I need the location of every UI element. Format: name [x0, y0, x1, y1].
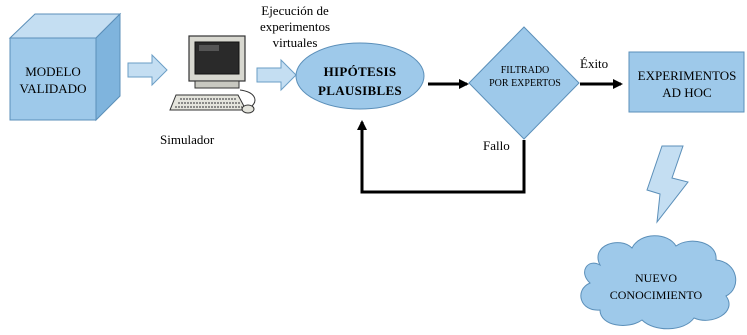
- filtrado-line1: FILTRADO: [500, 65, 550, 76]
- ejecucion-line2: experimentos: [259, 19, 331, 34]
- hipotesis-label: HIPÓTESIS PLAUSIBLES: [298, 62, 422, 100]
- ejecucion-line1: Ejecución de: [261, 3, 329, 18]
- modelo-line1: MODELO: [25, 64, 81, 79]
- computer-icon: [169, 35, 256, 114]
- ejecucion-label: Ejecución de experimentos virtuales: [235, 3, 355, 51]
- experimentos-box: [628, 51, 745, 113]
- experimentos-line1: EXPERIMENTOS: [637, 68, 737, 83]
- experimentos-label: EXPERIMENTOS AD HOC: [628, 67, 746, 101]
- block-arrow-1: [127, 53, 168, 87]
- hipotesis-line2: PLAUSIBLES: [318, 83, 402, 98]
- filtrado-label: FILTRADO POR EXPERTOS: [470, 64, 580, 90]
- experimentos-line2: AD HOC: [662, 85, 712, 100]
- hipotesis-ellipse: [295, 42, 425, 110]
- nuevo-conocimiento-cloud: [580, 235, 737, 330]
- nuevo-line1: NUEVO: [635, 271, 677, 285]
- lightning-icon: [646, 145, 689, 224]
- modelo-validado-label: MODELO VALIDADO: [12, 63, 94, 97]
- nuevo-conocimiento-label: NUEVO CONOCIMIENTO: [585, 270, 727, 304]
- modelo-validado-box: [8, 12, 122, 122]
- filtrado-diamond: [468, 26, 580, 140]
- exito-label: Éxito: [580, 56, 609, 71]
- fallo-label: Fallo: [483, 138, 510, 153]
- arrow-fallo-loop: [357, 120, 526, 194]
- block-arrow-2: [256, 58, 297, 92]
- hipotesis-line1: HIPÓTESIS: [323, 64, 397, 79]
- nuevo-line2: CONOCIMIENTO: [609, 288, 703, 302]
- filtrado-line2: POR EXPERTOS: [489, 78, 561, 89]
- modelo-line2: VALIDADO: [19, 81, 87, 96]
- ejecucion-line3: virtuales: [272, 35, 318, 50]
- simulador-label: Simulador: [160, 132, 215, 147]
